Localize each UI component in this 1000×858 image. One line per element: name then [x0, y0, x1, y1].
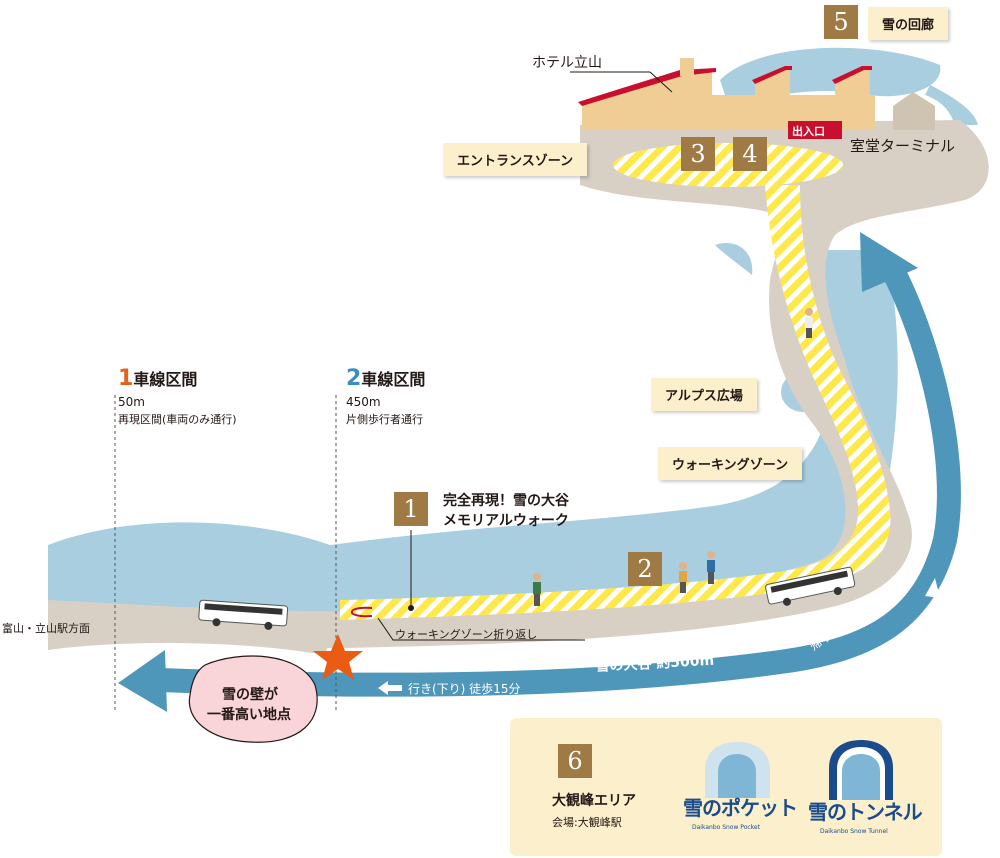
ground-top [48, 120, 989, 649]
snow-pocket-logo-text: 雪のポケット [683, 796, 798, 820]
spot-1-badge: 1 [394, 492, 428, 526]
hotel-building [582, 72, 712, 130]
terminal-roof-right [832, 66, 872, 84]
zone-2-title: 車線区間 [361, 370, 426, 389]
terminal-roof-mid [752, 66, 792, 84]
hotel-label: ホテル立山 [532, 55, 602, 71]
snow-wall-cliff [925, 85, 978, 125]
going-down-label: 行き(下り) 徒歩15分 [408, 682, 521, 696]
exit-label: 出入口 [792, 125, 825, 138]
spot-1-label-line2: メモリアルウォーク [443, 513, 569, 529]
star-icon [313, 634, 363, 680]
turnaround-callout-line [377, 617, 585, 641]
terminal-label: 室堂ターミナル [850, 137, 956, 155]
spot-6-badge: 6 [558, 744, 592, 778]
spot-1-label-line1: 完全再現！雪の大谷 [443, 493, 569, 509]
arrow-down-icon [378, 681, 402, 695]
alps-plaza-label: アルプス広場 [651, 378, 757, 411]
turnaround-arrow [351, 606, 373, 618]
terminal-building-mid [755, 68, 790, 130]
hotel-tower [680, 58, 694, 76]
route-arrow-head-down [118, 650, 167, 712]
snow-wall-lower [48, 250, 898, 631]
spot-3-badge: 3 [681, 137, 715, 171]
snow-pocket-logo-roman: Daikanbo Snow Pocket [692, 824, 760, 831]
direction-label: 富山・立山駅方面 [2, 622, 90, 635]
exit-marker [788, 121, 842, 139]
bus-lower [198, 599, 289, 630]
route-arrow-head-up [860, 232, 918, 292]
zone-2-description: 片側歩行者通行 [346, 413, 423, 426]
walker-1 [533, 573, 541, 606]
highest-point-line2: 一番高い地点 [207, 707, 291, 723]
zone-2-info: 2車線区間 450m 片側歩行者通行 [346, 366, 425, 427]
hotel-callout-line-b [649, 71, 673, 93]
hotel-roof [578, 68, 716, 106]
zone-1-title: 車線区間 [133, 370, 198, 389]
zone-2-number: 2 [346, 366, 362, 391]
walker-3 [707, 551, 715, 584]
snow-tunnel-logo-roman: Daikanbo Snow Tunnel [820, 828, 888, 835]
spot-6-sub: 会場:大観峰駅 [552, 816, 622, 829]
spot-5-label: 雪の回廊 [868, 7, 949, 40]
zone-2-length: 450m [346, 395, 381, 409]
entrance-zone-label: エントランスゾーン [443, 143, 588, 176]
zone-1-number: 1 [118, 366, 134, 391]
entrance-walking-zone [613, 143, 843, 187]
highest-point-line1: 雪の壁が [222, 687, 278, 703]
snow-mound-entrance [715, 243, 753, 275]
terminal-building-right [835, 68, 870, 130]
turnaround-label: ウォーキングゾーン折り返し [395, 628, 538, 641]
spot1-dot [408, 605, 414, 611]
spot-4-badge: 4 [733, 137, 767, 171]
zone-1-length: 50m [118, 395, 145, 409]
spot-2-badge: 2 [628, 552, 662, 586]
terminal-building-left [712, 95, 762, 130]
snow-pocket-logo-icon [705, 742, 770, 798]
zone-1-info: 1車線区間 50m 再現区間(車両のみ通行) [118, 366, 237, 427]
walker-4 [805, 308, 813, 338]
bus-upper [765, 566, 856, 606]
route-arrow [159, 259, 961, 697]
ground-left [48, 605, 330, 655]
highest-point-bubble-shape [188, 655, 318, 743]
arrow-return-icon [925, 578, 940, 598]
walker-2 [679, 562, 687, 593]
spot-5-badge: 5 [824, 5, 858, 39]
corridor-shed [893, 92, 935, 130]
snow-tunnel-logo-icon [829, 740, 893, 800]
zone-1-description: 再現区間(車両のみ通行) [118, 413, 237, 426]
snow-tunnel-logo-text: 雪のトンネル [808, 800, 923, 824]
walking-zone-label: ウォーキングゾーン [658, 447, 803, 480]
spot-6-label: 大観峰エリア [552, 793, 636, 809]
